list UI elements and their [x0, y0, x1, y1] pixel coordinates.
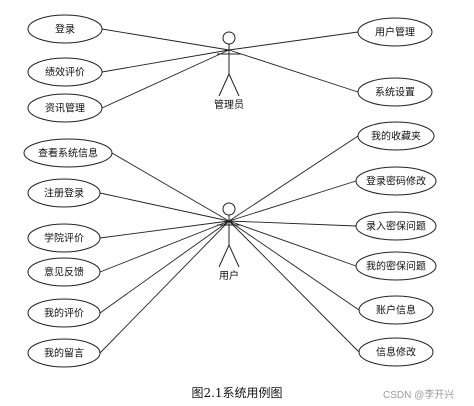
watermark: CSDN @李开兴	[383, 390, 455, 401]
actor-user-head	[222, 202, 236, 216]
use-case-label-news-mgmt: 资讯管理	[45, 102, 85, 115]
association-line-feedback	[99, 220, 230, 273]
actor-admin-right-leg	[228, 73, 240, 97]
association-line-login	[101, 28, 230, 51]
use-case-system-settings	[357, 77, 433, 107]
use-case-performance-eval	[27, 57, 103, 87]
use-case-enter-security-question	[355, 211, 437, 241]
association-line-my-evaluations	[99, 220, 230, 314]
use-case-label-login: 登录	[55, 23, 75, 36]
use-case-label-login-password-change: 登录密码修改	[366, 175, 426, 188]
use-case-label-my-favorites: 我的收藏夹	[371, 130, 421, 143]
association-line-account-info	[228, 220, 360, 311]
use-case-label-account-info: 账户信息	[376, 304, 416, 317]
use-case-label-system-settings: 系统设置	[375, 86, 415, 99]
actor-user-left-leg	[218, 244, 230, 268]
use-case-label-performance-eval: 绩效评价	[45, 66, 85, 79]
association-line-enter-security-question	[228, 220, 357, 227]
association-line-login-password-change	[228, 180, 357, 222]
use-case-label-enter-security-question: 录入密保问题	[366, 220, 426, 233]
association-line-register-login	[99, 192, 230, 222]
use-case-my-security-question	[355, 251, 437, 281]
use-case-login	[27, 14, 103, 44]
actor-user-right-leg	[228, 244, 240, 268]
use-case-feedback	[27, 257, 101, 287]
use-case-label-feedback: 意见反馈	[44, 266, 84, 279]
association-line-performance-eval	[101, 49, 230, 73]
use-case-label-user-mgmt: 用户管理	[375, 26, 415, 39]
use-case-my-favorites	[357, 121, 435, 151]
use-case-login-password-change	[355, 166, 437, 196]
use-case-label-register-login: 注册登录	[44, 187, 84, 200]
actor-admin-label: 管理员	[214, 98, 244, 111]
use-case-user-mgmt	[357, 17, 433, 47]
figure-caption: 图2.1系统用例图	[191, 386, 283, 400]
use-case-label-info-edit: 信息修改	[376, 346, 416, 359]
use-case-label-my-security-question: 我的密保问题	[366, 260, 426, 273]
use-case-account-info	[358, 295, 434, 325]
use-case-view-system-info	[23, 138, 113, 168]
use-case-info-edit	[358, 337, 434, 367]
use-case-my-evaluations	[27, 298, 101, 328]
use-case-register-login	[27, 178, 101, 208]
actor-admin-left-leg	[218, 73, 230, 97]
use-case-label-my-messages: 我的留言	[44, 347, 84, 360]
association-line-system-settings	[228, 49, 359, 93]
use-case-news-mgmt	[27, 93, 103, 123]
association-line-my-favorites	[228, 135, 359, 222]
use-case-label-view-system-info: 查看系统信息	[38, 147, 98, 160]
association-line-college-eval	[99, 220, 230, 239]
association-line-info-edit	[228, 220, 360, 353]
use-case-college-eval	[27, 223, 101, 253]
use-case-label-my-evaluations: 我的评价	[44, 307, 84, 320]
use-case-my-messages	[27, 338, 101, 368]
association-line-my-security-question	[228, 220, 357, 267]
use-case-label-college-eval: 学院评价	[44, 232, 84, 245]
actor-user-label: 用户	[219, 269, 239, 282]
association-line-my-messages	[99, 220, 230, 354]
actor-admin-head	[222, 31, 236, 45]
association-line-user-mgmt	[228, 31, 359, 51]
association-line-view-system-info	[111, 152, 230, 222]
association-line-news-mgmt	[101, 49, 230, 109]
